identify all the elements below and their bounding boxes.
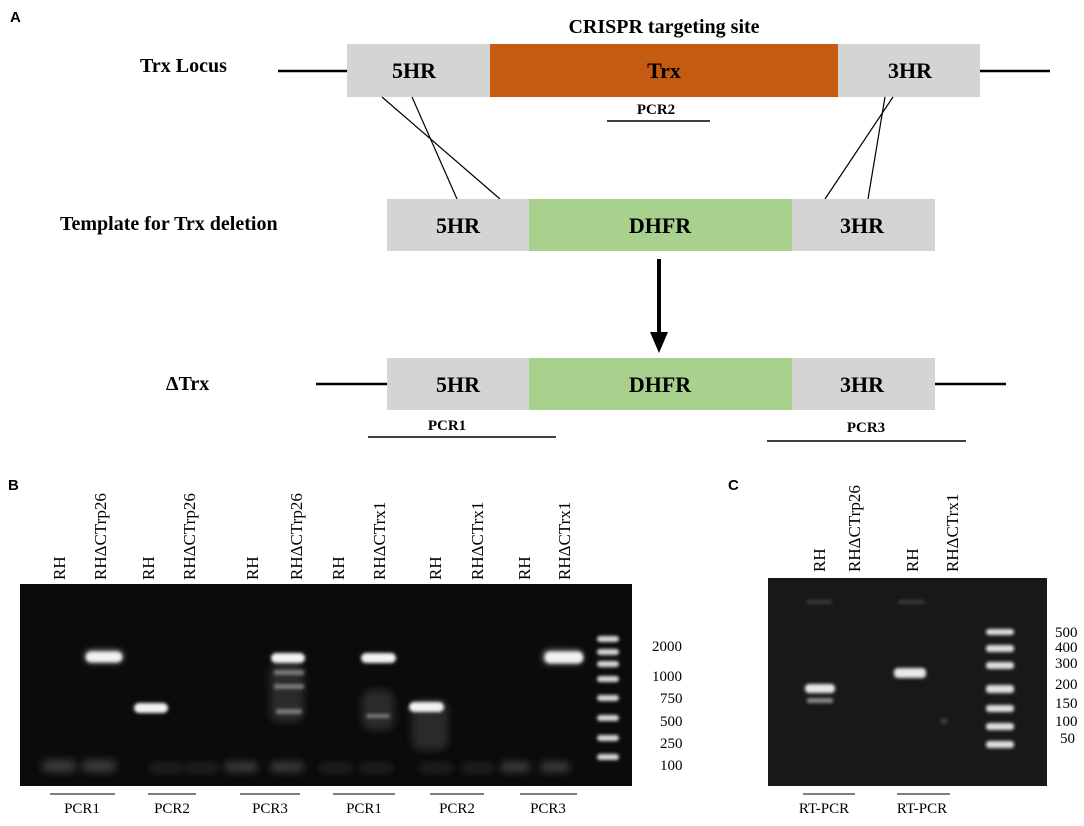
group-label: PCR1 — [64, 801, 100, 817]
gel-b — [20, 584, 632, 786]
group-label: PCR2 — [154, 801, 190, 817]
template-row: Template for Trx deletion 5HR DHFR 3HR — [60, 199, 935, 251]
panel-a-letter: A — [10, 9, 21, 26]
deletion-dhfr-box — [529, 358, 792, 410]
template-dhfr-label: DHFR — [629, 213, 692, 238]
lane-label: RHΔCTrx1 — [555, 502, 574, 580]
ladder-label: 500 — [1055, 625, 1078, 641]
lane-label: RHΔCTrp26 — [845, 485, 864, 572]
locus-5hr-box — [347, 44, 490, 97]
ladder-label: 100 — [660, 758, 683, 774]
locus-trx-box — [490, 44, 838, 97]
template-dhfr-box — [529, 199, 792, 251]
locus-5hr-label: 5HR — [392, 58, 437, 83]
lane-label: RH — [426, 556, 445, 580]
lane-label: RHΔCTrx1 — [468, 502, 487, 580]
trx-locus-label: Trx Locus — [140, 55, 227, 77]
crispr-title: CRISPR targeting site — [568, 16, 759, 38]
pcr2-label: PCR2 — [637, 102, 675, 118]
ladder-label: 50 — [1060, 731, 1075, 747]
lane-label: RH — [903, 548, 922, 572]
group-label: PCR3 — [252, 801, 288, 817]
lane-label: RH — [139, 556, 158, 580]
panel-c-letter: C — [728, 477, 739, 494]
template-5hr-box — [387, 199, 529, 251]
trx-locus-row: Trx Locus 5HR Trx 3HR PCR2 — [140, 44, 1050, 122]
locus-3hr-box — [838, 44, 980, 97]
template-3hr-label: 3HR — [840, 213, 885, 238]
group-label: RT-PCR — [799, 801, 849, 817]
recombination-lines — [381, 96, 894, 200]
group-label: PCR1 — [346, 801, 382, 817]
template-5hr-label: 5HR — [436, 213, 481, 238]
deletion-3hr-label: 3HR — [840, 372, 885, 397]
ladder-label: 2000 — [652, 639, 682, 655]
lane-label: RHΔCTrp26 — [287, 493, 306, 580]
ladder-label: 100 — [1055, 714, 1078, 730]
lane-label: RH — [243, 556, 262, 580]
locus-trx-label: Trx — [647, 58, 681, 83]
ladder-label: 200 — [1055, 677, 1078, 693]
deletion-5hr-box — [387, 358, 529, 410]
deletion-row: ΔTrx 5HR DHFR 3HR PCR1 PCR3 — [166, 358, 1006, 442]
panel-b-lane-labels: RH RHΔCTrp26 RH RHΔCTrp26 RH RHΔCTrp26 R… — [50, 493, 574, 580]
lane-label: RH — [810, 548, 829, 572]
lane-label: RHΔCTrx1 — [943, 494, 962, 572]
lane-label: RHΔCTrp26 — [91, 493, 110, 580]
ladder-label: 150 — [1055, 696, 1078, 712]
pcr1-label: PCR1 — [428, 418, 466, 434]
ladder-label: 500 — [660, 714, 683, 730]
group-label: RT-PCR — [897, 801, 947, 817]
deletion-label: ΔTrx — [166, 373, 209, 395]
locus-3hr-label: 3HR — [888, 58, 933, 83]
down-arrow — [650, 259, 668, 353]
panel-b-ladder-labels: 2000 1000 750 500 250 100 — [652, 639, 683, 774]
lane-label: RH — [329, 556, 348, 580]
template-3hr-box — [792, 199, 935, 251]
panel-c-group-labels: RT-PCR RT-PCR — [799, 793, 950, 817]
panel-b-letter: B — [8, 477, 19, 494]
group-label: PCR2 — [439, 801, 475, 817]
panel-b-group-labels: PCR1 PCR2 PCR3 PCR1 PCR2 PCR3 — [50, 793, 577, 817]
ladder-label: 750 — [660, 691, 683, 707]
lane-label: RH — [515, 556, 534, 580]
template-label: Template for Trx deletion — [60, 213, 278, 235]
deletion-dhfr-label: DHFR — [629, 372, 692, 397]
lane-label: RH — [50, 556, 69, 580]
ladder-label: 400 — [1055, 640, 1078, 656]
lane-label: RHΔCTrp26 — [180, 493, 199, 580]
panel-c-ladder-labels: 500 400 300 200 150 100 50 — [1055, 625, 1078, 747]
ladder-label: 250 — [660, 736, 683, 752]
gel-c — [768, 578, 1047, 786]
ladder-label: 1000 — [652, 669, 682, 685]
deletion-3hr-box — [792, 358, 935, 410]
lane-label: RHΔCTrx1 — [370, 502, 389, 580]
deletion-5hr-label: 5HR — [436, 372, 481, 397]
panel-c-lane-labels: RH RHΔCTrp26 RH RHΔCTrx1 — [810, 485, 962, 572]
ladder-label: 300 — [1055, 656, 1078, 672]
group-label: PCR3 — [530, 801, 566, 817]
pcr3-label: PCR3 — [847, 420, 885, 436]
